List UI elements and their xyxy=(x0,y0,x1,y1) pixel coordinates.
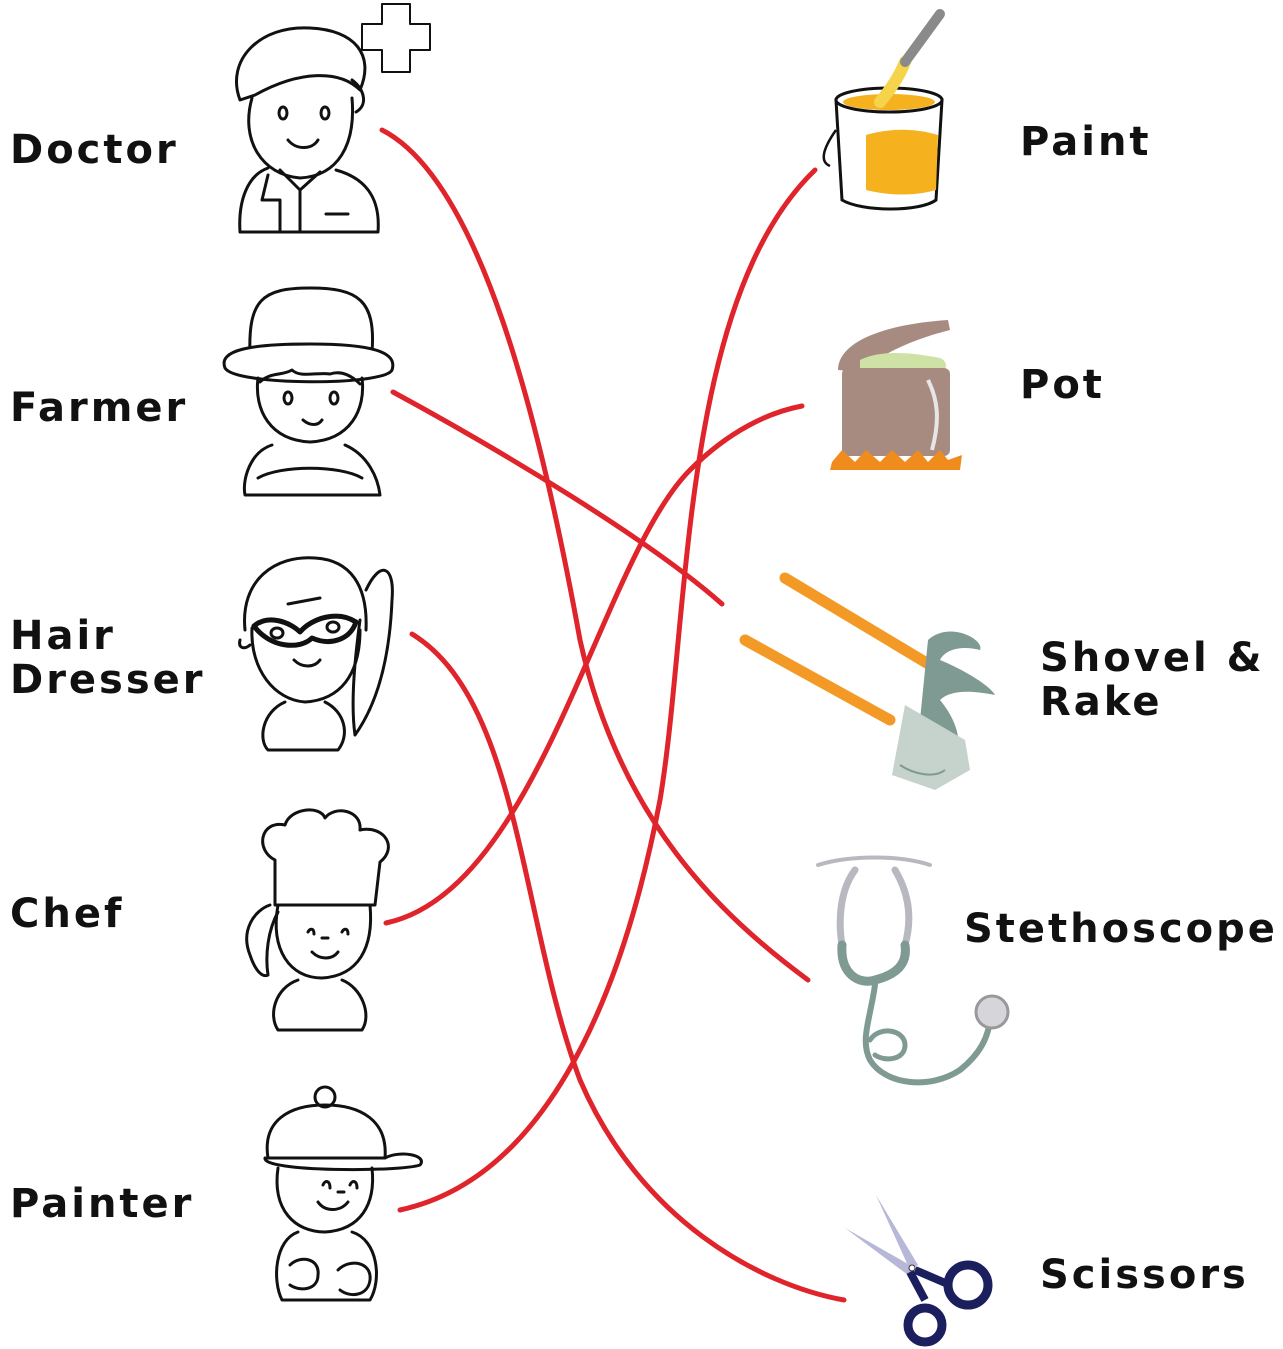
paint-bucket-icon xyxy=(824,14,942,209)
hair-dresser-icon xyxy=(240,558,393,750)
painter-icon xyxy=(265,1087,421,1300)
doctor-icon xyxy=(236,4,430,232)
match-line-doctor-stethoscope xyxy=(382,130,808,980)
match-line-farmer-shovel xyxy=(393,392,722,604)
chef-icon xyxy=(247,810,389,1030)
farmer-icon xyxy=(224,288,393,495)
match-line-hairdresser-scissors xyxy=(412,634,844,1300)
scissors-icon xyxy=(845,1195,988,1342)
match-lines xyxy=(382,130,844,1300)
pot-icon xyxy=(830,320,962,470)
shovel-rake-icon xyxy=(745,578,995,790)
stethoscope-icon xyxy=(818,858,1008,1083)
